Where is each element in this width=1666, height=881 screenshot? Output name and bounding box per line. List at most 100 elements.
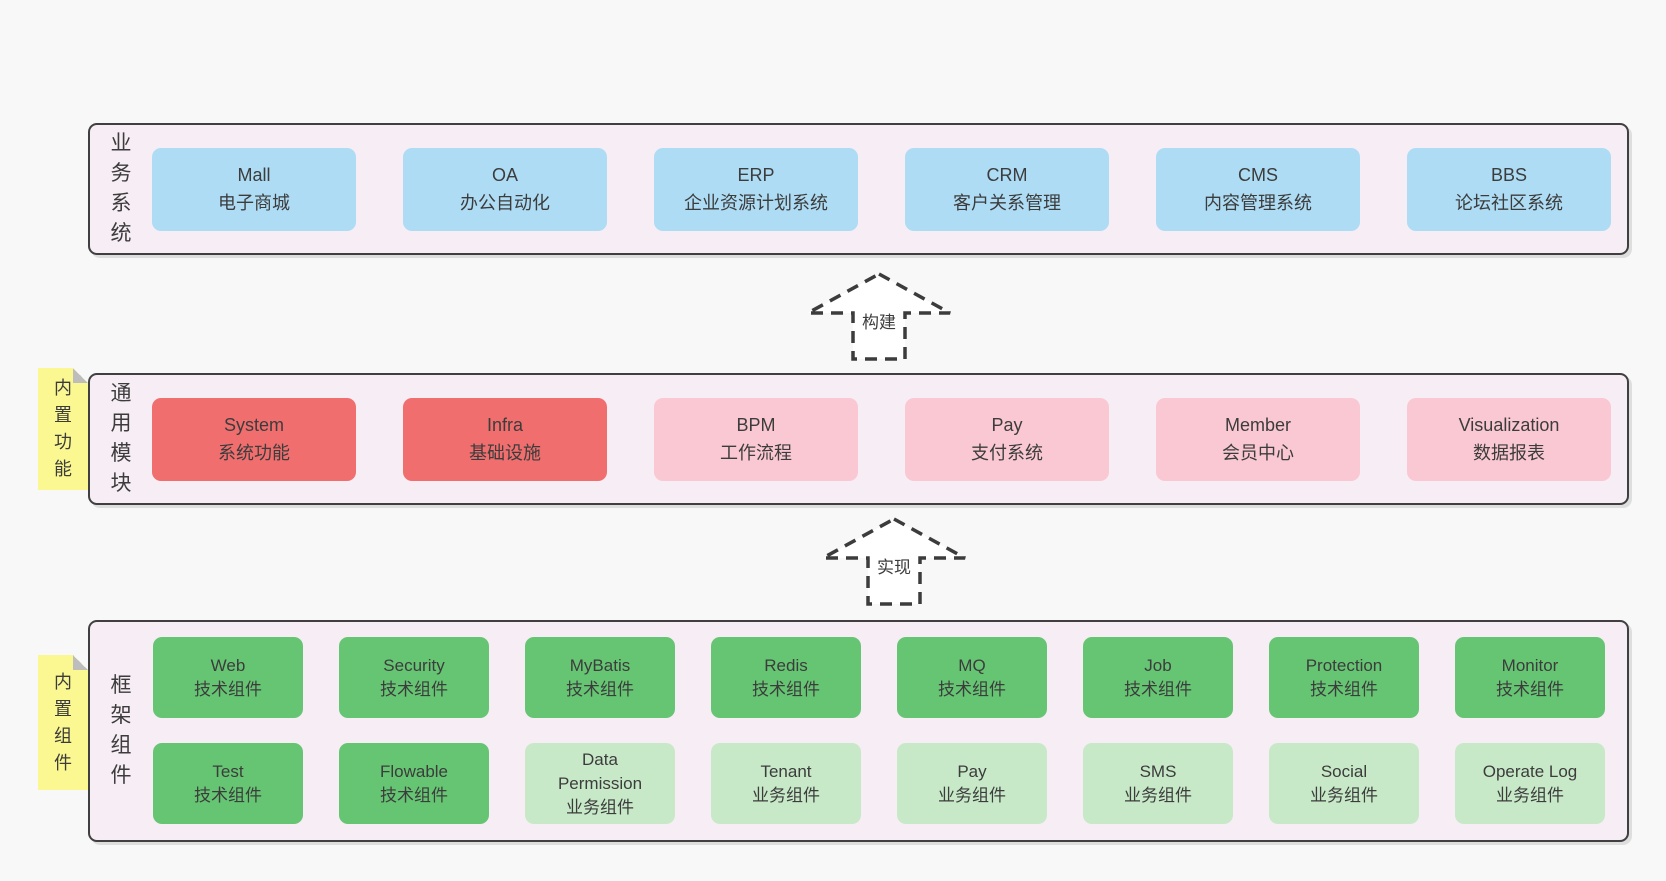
box-oa: OA 办公自动化: [403, 147, 607, 231]
build-arrow-icon: 构建: [805, 271, 953, 363]
box-subtitle: 技术组件: [938, 679, 1006, 699]
layer-label: 业务系统: [110, 132, 132, 245]
box-job: Job 技术组件: [1083, 637, 1233, 718]
box-subtitle: 系统功能: [218, 443, 290, 463]
folded-corner-icon: [73, 368, 88, 383]
box-redis: Redis 技术组件: [711, 637, 861, 718]
business-box-row: Mall 电子商城 OA 办公自动化 ERP 企业资源计划系统 CRM 客户关系…: [152, 125, 1615, 253]
box-title: OA: [491, 165, 518, 185]
box-subtitle: 技术组件: [194, 785, 262, 805]
box-title: Monitor: [1501, 655, 1559, 675]
box-sms: SMS 业务组件: [1083, 743, 1233, 824]
box-title: SMS: [1139, 761, 1177, 781]
box-system: System 系统功能: [152, 397, 356, 481]
box-subtitle: 客户关系管理: [953, 193, 1061, 213]
box-title: Redis: [764, 655, 808, 675]
box-title: Visualization: [1458, 415, 1560, 435]
layer-business-systems: 业务系统 Mall 电子商城 OA 办公自动化 ERP 企业资源计划系统 CRM…: [88, 123, 1629, 255]
components-box-row-2: Test 技术组件 Flowable 技术组件 Data Permission …: [153, 743, 1615, 824]
box-mybatis: MyBatis 技术组件: [525, 637, 675, 718]
box-security: Security 技术组件: [339, 637, 489, 718]
box-subtitle: 技术组件: [566, 679, 634, 699]
box-test: Test 技术组件: [153, 743, 303, 824]
box-member: Member 会员中心: [1156, 397, 1360, 481]
box-title: Pay: [957, 761, 987, 781]
box-title: Mall: [237, 165, 271, 185]
box-subtitle: 业务组件: [938, 785, 1006, 805]
box-subtitle: 工作流程: [720, 443, 792, 463]
box-title: Web: [210, 655, 246, 675]
box-subtitle: 技术组件: [380, 785, 448, 805]
box-subtitle: 技术组件: [194, 679, 262, 699]
box-visualization: Visualization 数据报表: [1407, 397, 1611, 481]
box-subtitle: 基础设施: [469, 443, 541, 463]
box-subtitle: 会员中心: [1222, 443, 1294, 463]
box-subtitle: 技术组件: [1124, 679, 1192, 699]
box-subtitle: 内容管理系统: [1204, 193, 1312, 213]
box-title: Member: [1224, 415, 1291, 435]
box-operate-log: Operate Log 业务组件: [1455, 743, 1605, 824]
box-title: Test: [212, 761, 244, 781]
box-subtitle: 办公自动化: [460, 193, 550, 213]
box-subtitle: 业务组件: [752, 785, 820, 805]
box-erp: ERP 企业资源计划系统: [654, 147, 858, 231]
box-title: System: [223, 415, 284, 435]
box-title: Operate Log: [1482, 761, 1578, 781]
box-monitor: Monitor 技术组件: [1455, 637, 1605, 718]
box-title: Flowable: [379, 761, 449, 781]
folded-corner-icon: [73, 655, 88, 670]
box-flowable: Flowable 技术组件: [339, 743, 489, 824]
box-data-permission: Data Permission 业务组件: [525, 743, 675, 824]
box-subtitle: 技术组件: [380, 679, 448, 699]
sticky-note-built-in-features: 内置功能: [38, 368, 88, 490]
components-box-row-1: Web 技术组件 Security 技术组件 MyBatis 技术组件 Redi…: [153, 637, 1615, 718]
box-title: Social: [1320, 761, 1368, 781]
box-tenant: Tenant 业务组件: [711, 743, 861, 824]
box-cms: CMS 内容管理系统: [1156, 147, 1360, 231]
box-subtitle: 技术组件: [1496, 679, 1564, 699]
box-subtitle: 电子商城: [218, 193, 290, 213]
box-title: CRM: [986, 165, 1028, 185]
box-title: Infra: [486, 415, 524, 435]
box-title: Tenant: [760, 761, 812, 781]
box-protection: Protection 技术组件: [1269, 637, 1419, 718]
box-title: Protection: [1305, 655, 1383, 675]
box-title: BBS: [1490, 165, 1528, 185]
box-title: Pay: [991, 415, 1023, 435]
box-crm: CRM 客户关系管理: [905, 147, 1109, 231]
box-title: MQ: [958, 655, 986, 675]
box-title: Security: [383, 655, 445, 675]
arrow-label: 构建: [859, 307, 899, 334]
box-subtitle: 业务组件: [1310, 785, 1378, 805]
box-title: Data Permission: [557, 749, 643, 793]
box-subtitle: 支付系统: [971, 443, 1043, 463]
box-social: Social 业务组件: [1269, 743, 1419, 824]
implement-arrow-icon: 实现: [820, 516, 968, 608]
box-subtitle: 业务组件: [1496, 785, 1564, 805]
sticky-note-built-in-components: 内置组件: [38, 655, 88, 790]
arrow-label: 实现: [874, 552, 914, 579]
layer-label: 通用模块: [110, 382, 132, 495]
box-subtitle: 技术组件: [752, 679, 820, 699]
box-subtitle: 数据报表: [1473, 443, 1545, 463]
box-mq: MQ 技术组件: [897, 637, 1047, 718]
box-title: MyBatis: [569, 655, 631, 675]
sticky-note-label: 内置组件: [54, 671, 72, 773]
components-rows: Web 技术组件 Security 技术组件 MyBatis 技术组件 Redi…: [153, 637, 1615, 824]
box-subtitle: 论坛社区系统: [1455, 193, 1563, 213]
sticky-note-label: 内置功能: [54, 378, 72, 479]
box-subtitle: 技术组件: [1310, 679, 1378, 699]
box-pay-system: Pay 支付系统: [905, 397, 1109, 481]
box-subtitle: 企业资源计划系统: [684, 193, 828, 213]
box-subtitle: 业务组件: [566, 797, 634, 817]
box-title: Job: [1144, 655, 1172, 675]
box-pay-component: Pay 业务组件: [897, 743, 1047, 824]
box-web: Web 技术组件: [153, 637, 303, 718]
box-infra: Infra 基础设施: [403, 397, 607, 481]
modules-box-row: System 系统功能 Infra 基础设施 BPM 工作流程 Pay 支付系统…: [152, 375, 1615, 503]
layer-common-modules: 通用模块 System 系统功能 Infra 基础设施 BPM 工作流程 Pay…: [88, 373, 1629, 505]
box-title: ERP: [737, 165, 775, 185]
box-bbs: BBS 论坛社区系统: [1407, 147, 1611, 231]
box-mall: Mall 电子商城: [152, 147, 356, 231]
